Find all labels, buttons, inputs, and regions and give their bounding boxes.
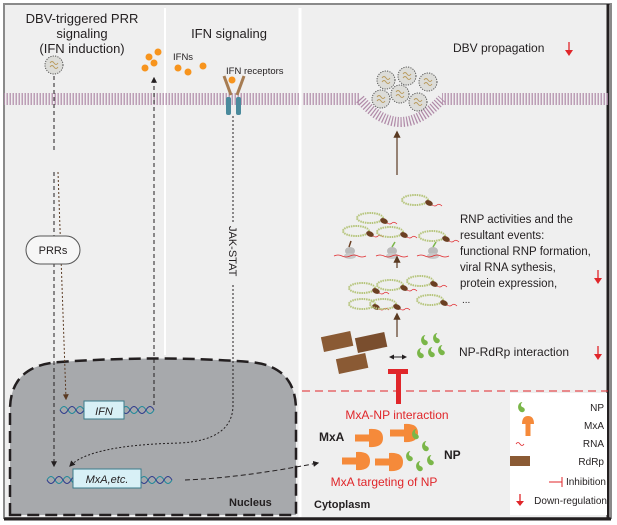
mxa-label: MxA — [319, 430, 345, 444]
np-label: NP — [444, 448, 461, 462]
budding-membrane — [356, 95, 446, 127]
plasma-membrane-right-b — [442, 93, 608, 105]
legend-label-np: NP — [590, 403, 604, 414]
path-mxa-gene-to-cytoplasm — [184, 460, 320, 481]
prr-title-line3: (IFN induction) — [39, 41, 124, 56]
legend-label-rna: RNA — [583, 439, 604, 450]
mxa-gene-box — [72, 468, 142, 489]
inhibition-symbol — [388, 369, 408, 404]
ifn-receptor-icon — [222, 75, 246, 115]
legend-label-down-regulation: Down-regulation — [534, 496, 607, 507]
legend-label-mxa: MxA — [584, 421, 604, 432]
rdrp-blocks — [320, 331, 388, 374]
rnp-text-line2: resultant events: — [460, 230, 544, 242]
plasma-membrane-left — [4, 93, 300, 105]
ribosome-group — [333, 240, 450, 260]
mxa-targeting-label: MxA targeting of NP — [331, 475, 438, 489]
path-prr-to-ifn — [57, 171, 69, 401]
mxa-np-interaction-label: MxA-NP interaction — [345, 408, 448, 422]
down-arrow-propagation — [565, 42, 573, 56]
legend-label-inhibition: Inhibition — [566, 477, 606, 488]
legend-rdrp-icon — [510, 456, 530, 466]
jak-stat-label: JAK-STAT — [226, 226, 238, 277]
legend-mxa-icon — [522, 416, 534, 436]
virion — [397, 66, 417, 86]
down-arrow-np-rdrp — [594, 346, 602, 360]
ifn-receptors-label: IFN receptors — [226, 66, 284, 77]
ifn-particles — [141, 48, 236, 84]
legend-box — [510, 393, 607, 515]
rnp-text-line3: functional RNP formation, — [460, 246, 591, 258]
ifn-signaling-title: IFN signaling — [191, 26, 267, 41]
path-jak-stat-to-mxa — [69, 285, 234, 467]
mxa-gene-label: MxA,etc. — [86, 474, 129, 486]
cytoplasm-label: Cytoplasm — [314, 499, 370, 511]
nucleus — [8, 357, 298, 517]
virion — [418, 72, 438, 92]
plasma-membrane-right-a — [302, 93, 360, 105]
down-arrow-rnp — [594, 270, 602, 284]
rnp-text-line5: protein expression, — [460, 278, 557, 290]
prrs-label: PRRs — [39, 245, 68, 257]
legend-down-regulation-icon — [516, 494, 524, 506]
virion — [376, 70, 396, 90]
virion — [390, 84, 410, 104]
rnp-text-line6: ... — [462, 295, 470, 306]
virion — [371, 89, 391, 109]
ifn-gene-box — [83, 400, 125, 420]
np-rdrp-label: NP-RdRp interaction — [459, 345, 569, 359]
rnp-text-line1: RNP activities and the — [460, 214, 573, 226]
legend-rna-icon — [515, 442, 525, 446]
nucleus-label: Nucleus — [229, 497, 272, 509]
virion — [408, 92, 428, 112]
prr-title-line2: signaling — [56, 26, 107, 41]
prr-title-line1: DBV-triggered PRR — [26, 11, 139, 26]
legend-label-rdrp: RdRp — [578, 457, 604, 468]
rnp-text-line4: viral RNA sythesis, — [460, 262, 556, 274]
legend-inhibition-icon — [549, 477, 563, 487]
propagation-label: DBV propagation — [453, 41, 544, 55]
prrs-pill — [25, 235, 81, 265]
ifn-gene-label: IFN — [95, 406, 113, 418]
ifns-label: IFNs — [173, 52, 193, 63]
virion-incoming — [44, 55, 64, 75]
